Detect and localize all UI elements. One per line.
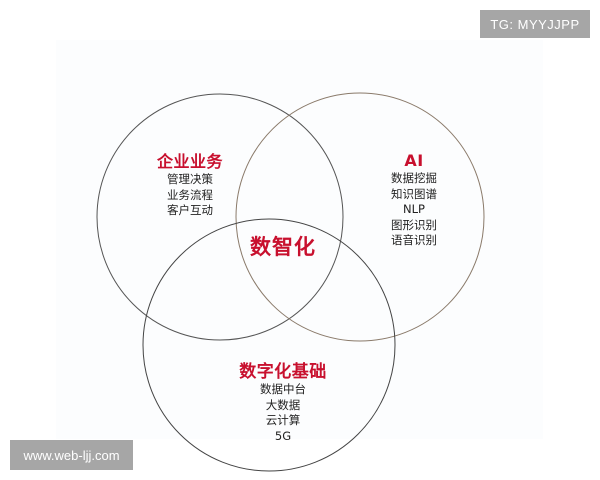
- circle-digital-foundation: [142, 218, 396, 472]
- foundation-item: 大数据: [265, 397, 301, 412]
- ai-label: AI 数据挖掘 知识图谱 NLP 图形识别 语音识别: [391, 151, 437, 249]
- circle-ai: [235, 92, 485, 342]
- ai-item: 知识图谱: [391, 186, 437, 201]
- foundation-item: 5G: [274, 428, 292, 443]
- ai-title: AI: [404, 151, 424, 170]
- enterprise-business-title: 企业业务: [156, 152, 224, 171]
- ai-item: 数据挖掘: [391, 171, 437, 185]
- enterprise-item: 管理决策: [166, 172, 213, 186]
- watermark-top-right: TG: MYYJJPP: [480, 10, 590, 38]
- circle-enterprise-business: [96, 93, 344, 341]
- center-label: 数智化: [250, 235, 316, 259]
- diagram-canvas: [56, 40, 543, 439]
- digital-foundation-title: 数字化基础: [239, 362, 327, 382]
- enterprise-item: 客户互动: [166, 203, 213, 217]
- ai-item: NLP: [403, 202, 425, 216]
- enterprise-business-label: 企业业务 管理决策 业务流程 客户互动: [157, 152, 223, 219]
- watermark-bottom-left: www.web-ljj.com: [10, 440, 133, 470]
- digital-foundation-label: 数字化基础 数据中台 大数据 云计算 5G: [239, 362, 327, 444]
- ai-item: 图形识别: [391, 217, 437, 232]
- foundation-item: 数据中台: [260, 382, 306, 396]
- enterprise-item: 业务流程: [166, 187, 213, 202]
- foundation-item: 云计算: [265, 413, 301, 427]
- ai-item: 语音识别: [391, 233, 437, 247]
